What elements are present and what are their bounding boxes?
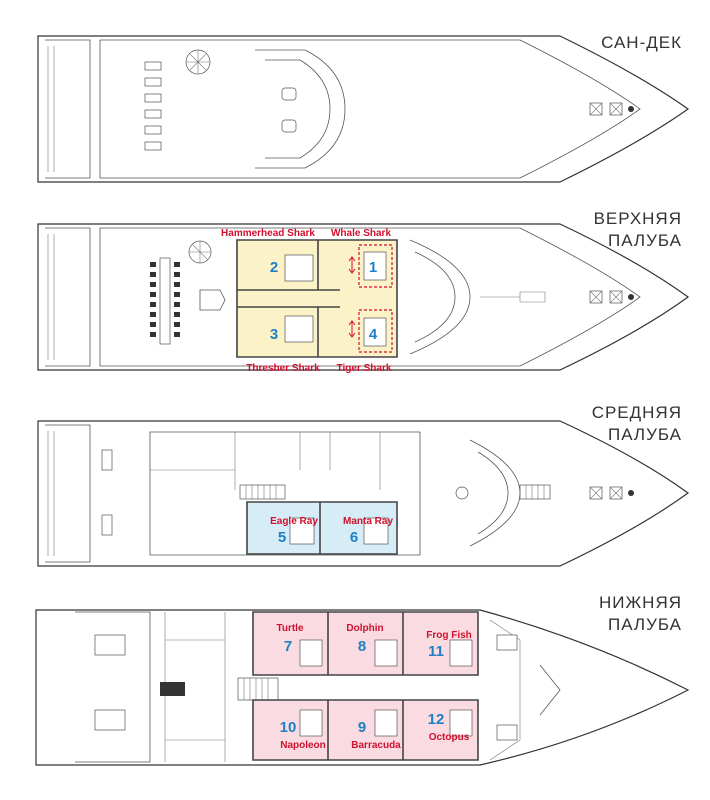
cabin-name-barracuda: Barracuda: [351, 740, 401, 751]
middle-deck-label-line2: ПАЛУБА: [608, 425, 682, 444]
cabin-name-thresher-shark: Thresher Shark: [246, 363, 320, 374]
cabin-number-6: 6: [350, 529, 358, 546]
middle-deck-label-line1: СРЕДНЯЯ: [592, 403, 682, 422]
spiral-stair-icon: [185, 49, 211, 75]
cabin-number-7: 7: [284, 638, 292, 655]
cabin-name-tiger-shark: Tiger Shark: [337, 363, 392, 374]
cabin-name-eagle-ray: Eagle Ray: [270, 516, 318, 527]
lower-deck-hull: [35, 609, 690, 766]
lower-cabins-zone-bottom: [253, 700, 478, 760]
cabin-number-11: 11: [428, 643, 444, 660]
stairs-icon: [239, 484, 286, 500]
cabin-number-10: 10: [280, 719, 297, 736]
stairs-icon: [519, 484, 551, 500]
cabin-name-dolphin: Dolphin: [346, 623, 383, 634]
cabin-name-whale-shark: Whale Shark: [331, 228, 391, 239]
anchor-winch-icon: [589, 486, 634, 500]
lower-cabins-zone-top: [253, 612, 478, 675]
cabin-name-turtle: Turtle: [276, 623, 303, 634]
dining-table: [150, 257, 180, 345]
upper-deck-label-line2: ПАЛУБА: [608, 231, 682, 250]
lower-deck-label-line1: НИЖНЯЯ: [599, 593, 682, 612]
cabin-number-9: 9: [358, 719, 366, 736]
lower-deck: Turtle 7 Dolphin 8 Frog Fish 11 10 Napol…: [35, 593, 690, 766]
upper-deck-label-line1: ВЕРХНЯЯ: [594, 209, 682, 228]
cabin-number-5: 5: [278, 529, 286, 546]
middle-deck: Eagle Ray 5 Manta Ray 6 СРЕДНЯЯ ПАЛУБА: [37, 403, 690, 567]
stairs-icon: [237, 677, 279, 701]
cabin-number-2: 2: [270, 259, 278, 276]
cabin-number-12: 12: [428, 711, 445, 728]
cabin-name-octopus: Octopus: [429, 732, 470, 743]
lower-deck-label-line2: ПАЛУБА: [608, 615, 682, 634]
sun-deck: САН-ДЕК: [37, 33, 690, 183]
sun-deck-label: САН-ДЕК: [601, 33, 682, 52]
cabin-name-napoleon: Napoleon: [280, 740, 326, 751]
cabin-name-manta-ray: Manta Ray: [343, 516, 393, 527]
cabin-number-3: 3: [270, 326, 278, 343]
cabin-name-hammerhead-shark: Hammerhead Shark: [221, 228, 315, 239]
cabin-number-8: 8: [358, 638, 366, 655]
anchor-winch-icon: [589, 290, 634, 304]
cabin-number-4: 4: [369, 326, 378, 343]
upper-deck: Hammerhead Shark 2 Whale Shark 1 3 Thres…: [37, 209, 690, 374]
middle-deck-hull: [37, 420, 690, 567]
anchor-winch-icon: [589, 102, 634, 116]
cabin-number-1: 1: [369, 259, 377, 276]
cabin-name-frog-fish: Frog Fish: [426, 630, 472, 641]
sun-loungers: [144, 61, 162, 151]
